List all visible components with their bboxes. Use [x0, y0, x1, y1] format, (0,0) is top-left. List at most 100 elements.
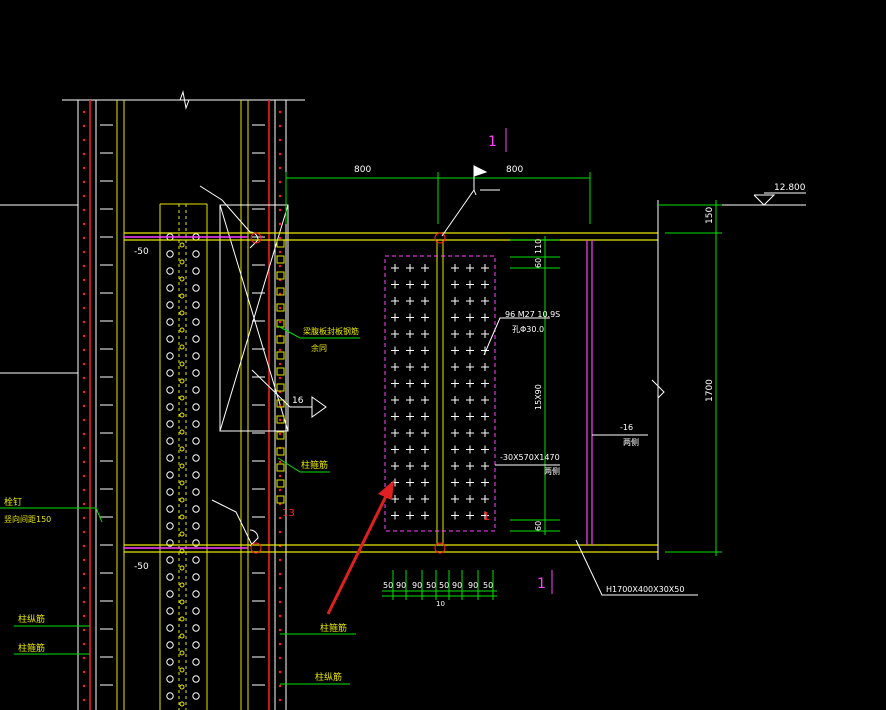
rebar-dot — [82, 628, 86, 632]
bolt-hole — [166, 369, 174, 377]
rebar-dot — [82, 208, 86, 212]
dim-1700: 1700 — [705, 379, 715, 402]
bolt-hole — [192, 624, 200, 632]
rebar-dot — [82, 516, 86, 520]
rebar-dot — [278, 474, 282, 478]
note-leaders — [0, 325, 360, 685]
bolt-hole — [192, 641, 200, 649]
stud-square — [276, 271, 285, 280]
bolt-hole — [166, 505, 174, 513]
column-stud-ticks — [100, 124, 265, 686]
rebar-dot — [278, 600, 282, 604]
rebar-dot — [278, 488, 282, 492]
red-arrow-icon — [326, 480, 394, 615]
rebar-dot — [82, 278, 86, 282]
column-rebar-dots — [82, 110, 282, 702]
plate-spec-1: -30X570X1470 — [500, 453, 560, 462]
note-col-left-2: 柱箍筋 — [18, 642, 45, 654]
rebar-dot — [82, 684, 86, 688]
rebar-dot — [278, 138, 282, 142]
top-dimensions — [285, 172, 722, 556]
bolt-hole — [179, 633, 185, 639]
bolt-hole — [179, 599, 185, 605]
bolt-hole — [166, 573, 174, 581]
rebar-dot — [278, 698, 282, 702]
bolt-hole — [166, 335, 174, 343]
rebar-dot — [82, 348, 86, 352]
stud-square — [276, 367, 285, 376]
bottom-dim: 90 — [412, 581, 422, 590]
rebar-dot — [82, 194, 86, 198]
note-rebar-1: 梁腹板封板钢筋 — [303, 326, 359, 336]
bolt-hole — [179, 548, 185, 554]
bolt-hole — [192, 386, 200, 394]
note-stud-2: 竖向间距150 — [4, 514, 51, 524]
bolt-hole — [166, 403, 174, 411]
bottom-dim: 90 — [396, 581, 406, 590]
bolt-hole — [179, 497, 185, 503]
bolt-hole — [179, 395, 185, 401]
bolt-hole — [192, 352, 200, 360]
flag-icon — [441, 165, 500, 237]
rebar-dot — [82, 446, 86, 450]
bolt-hole — [192, 573, 200, 581]
rebar-dot — [278, 236, 282, 240]
rebar-dot — [82, 236, 86, 240]
bolt-hole — [179, 378, 185, 384]
rebar-dot — [82, 362, 86, 366]
rebar-dot — [278, 432, 282, 436]
dim-150: 150 — [705, 207, 715, 224]
bolt-hole — [179, 429, 185, 435]
stud-square — [276, 335, 285, 344]
note-col-right-1: 柱箍筋 — [320, 622, 347, 634]
rebar-dot — [82, 306, 86, 310]
neg50-top: -50 — [134, 247, 149, 257]
bolt-hole — [192, 267, 200, 275]
stud-square — [276, 255, 285, 264]
bolt-hole — [179, 480, 185, 486]
beam-spec: H1700X400X30X50 — [606, 585, 684, 594]
bottom-dim: 90 — [468, 581, 478, 590]
rebar-dot — [82, 460, 86, 464]
rebar-dot — [278, 208, 282, 212]
bolt-hole — [179, 582, 185, 588]
bolt-hole — [179, 361, 185, 367]
bolt-hole — [192, 454, 200, 462]
rebar-dot — [278, 152, 282, 156]
rebar-dot — [82, 656, 86, 660]
note-rebar-2: 余同 — [311, 343, 327, 353]
bolt-hole — [166, 386, 174, 394]
bolt-hole — [179, 446, 185, 452]
rebar-dot — [82, 404, 86, 408]
bolt-hole — [179, 344, 185, 350]
bolt-hole — [192, 692, 200, 700]
stud-square — [276, 447, 285, 456]
stud-square — [276, 463, 285, 472]
bolt-hole — [166, 539, 174, 547]
stud-square — [276, 431, 285, 440]
rebar-dot — [82, 138, 86, 142]
bolt-hole — [192, 505, 200, 513]
bolt-hole — [179, 259, 185, 265]
rebar-dot — [278, 530, 282, 534]
rebar-dot — [82, 432, 86, 436]
bolt-hole — [192, 675, 200, 683]
bolt-hole — [166, 420, 174, 428]
bolt-hole — [192, 488, 200, 496]
bolt-hole — [166, 284, 174, 292]
leaders — [483, 317, 698, 596]
column-bolt-holes — [166, 233, 200, 707]
rebar-dot — [278, 124, 282, 128]
bolt-hole — [179, 327, 185, 333]
bolt-hole — [179, 293, 185, 299]
rebar-dot — [278, 362, 282, 366]
stud-square — [276, 287, 285, 296]
rebar-dot — [82, 166, 86, 170]
bolt-hole — [192, 301, 200, 309]
bolt-hole — [179, 565, 185, 571]
rebar-dot — [278, 180, 282, 184]
rebar-dot — [82, 572, 86, 576]
bolt-spec-1: 96 M27 10.9S — [505, 310, 560, 319]
